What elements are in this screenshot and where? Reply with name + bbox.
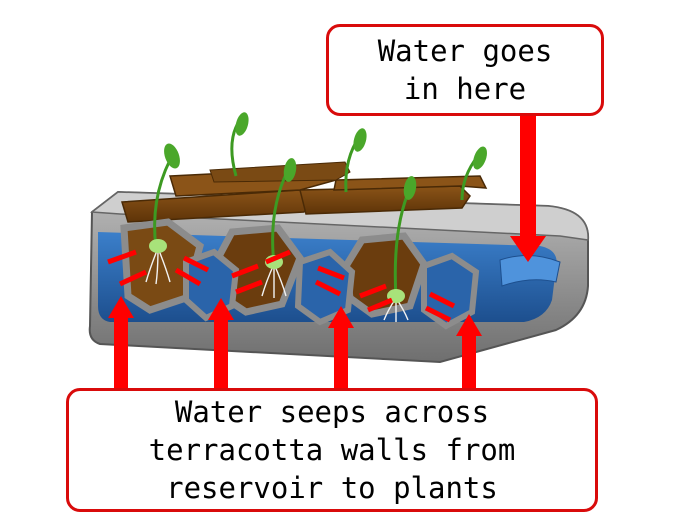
callout-bottom-line-3: reservoir to plants [166, 471, 498, 505]
sprout-6 [460, 146, 487, 201]
sprout-4 [344, 128, 367, 193]
arrow-up-3 [328, 306, 354, 392]
callout-bottom-line-1: Water seeps across [174, 395, 490, 429]
terracotta-cells [120, 218, 480, 330]
arrow-up-1 [108, 296, 134, 392]
callout-top-line-2: in here [403, 72, 527, 106]
sprout-2 [230, 112, 249, 177]
callout-seepage-explanation: Water seeps across terracotta walls from… [66, 388, 598, 512]
sprout-1 [149, 143, 180, 253]
arrow-up-2 [208, 298, 234, 392]
sprout-icon [149, 112, 487, 303]
seepage-marks [107, 249, 456, 323]
callout-water-inlet: Water goes in here [326, 24, 604, 116]
callout-bottom-line-2: terracotta walls from [148, 433, 516, 467]
down-arrow-icon [510, 114, 546, 262]
up-arrow-icon [108, 296, 482, 392]
callout-top-line-1: Water goes [377, 34, 553, 68]
arrow-up-4 [456, 314, 482, 392]
